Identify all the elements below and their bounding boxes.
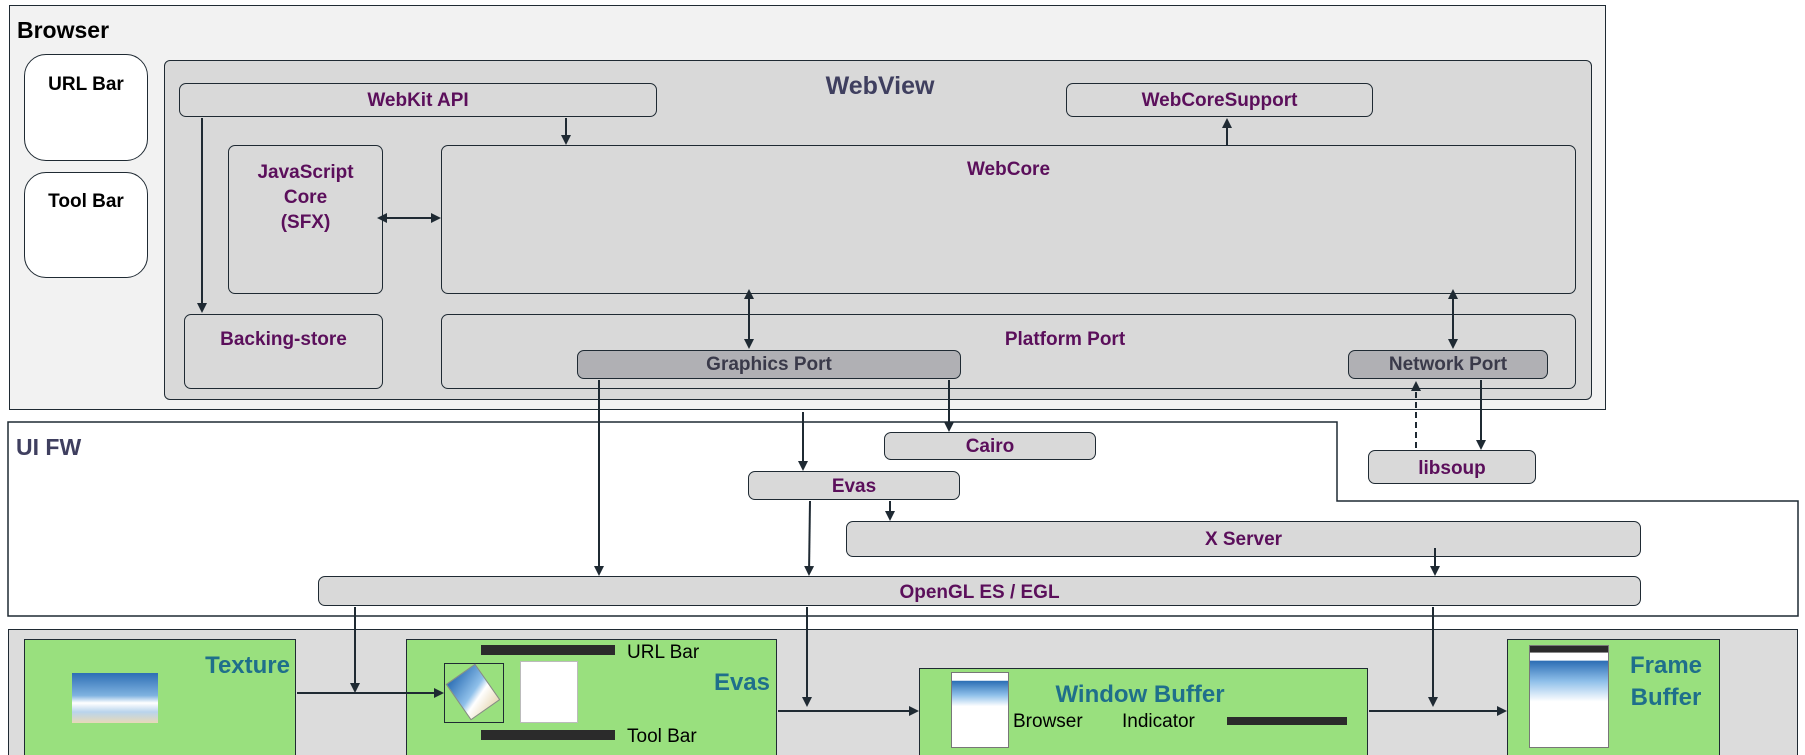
javascript-core-box xyxy=(228,145,383,294)
frame-buffer-thumbnail xyxy=(1529,645,1609,748)
javascript-core-line-1: JavaScript xyxy=(257,162,354,183)
window-buffer-browser-label: Browser xyxy=(1013,711,1083,732)
frame-buffer-title-line-1: Frame xyxy=(1629,652,1703,679)
cairo-label: Cairo xyxy=(965,436,1015,457)
libsoup-label: libsoup xyxy=(1418,458,1486,479)
javascript-core-line-3: (SFX) xyxy=(280,212,331,233)
webkit-api-box xyxy=(179,83,657,117)
evas-tool-bar-strip xyxy=(481,730,615,740)
webview-title: WebView xyxy=(825,72,935,100)
webkit-api-label: WebKit API xyxy=(367,90,469,111)
webcore-label: WebCore xyxy=(966,159,1051,180)
window-buffer-indicator-strip xyxy=(1227,717,1347,725)
tool-bar-label: Tool Bar xyxy=(48,191,124,212)
evas-label: Evas xyxy=(831,476,877,497)
network-port-box xyxy=(1348,350,1548,379)
x-server-box xyxy=(846,521,1641,557)
webcore-support-box xyxy=(1066,83,1373,117)
browser-title: Browser xyxy=(17,17,110,43)
evas-url-bar-label: URL Bar xyxy=(627,642,700,663)
evas-box xyxy=(748,471,960,500)
cairo-box xyxy=(884,432,1096,460)
texture-title: Texture xyxy=(205,652,290,679)
backing-store-box xyxy=(184,314,383,389)
graphics-port-label: Graphics Port xyxy=(706,354,832,375)
backing-store-label: Backing-store xyxy=(220,329,347,350)
ui-fw-title: UI FW xyxy=(16,434,82,460)
javascript-core-line-2: Core xyxy=(283,187,328,208)
opengl-label: OpenGL ES / EGL xyxy=(899,582,1060,603)
evas-url-bar-strip xyxy=(481,645,615,655)
url-bar-box xyxy=(24,54,148,161)
x-server-label: X Server xyxy=(1204,529,1283,550)
texture-sky-image xyxy=(72,673,158,723)
window-buffer-thumbnail xyxy=(951,672,1009,748)
webcore-support-label: WebCoreSupport xyxy=(1141,90,1298,111)
url-bar-label: URL Bar xyxy=(48,74,124,95)
window-buffer-indicator-label: Indicator xyxy=(1122,711,1195,732)
platform-port-label: Platform Port xyxy=(1004,329,1126,350)
evas-tile-frame xyxy=(444,663,504,723)
opengl-box xyxy=(318,576,1641,606)
evas-output-title: Evas xyxy=(713,669,770,696)
libsoup-box xyxy=(1368,450,1536,484)
network-port-label: Network Port xyxy=(1388,354,1508,375)
webcore-box xyxy=(441,145,1576,294)
evas-page-thumbnail xyxy=(520,661,578,723)
tool-bar-box xyxy=(24,172,148,278)
frame-buffer-title-line-2: Buffer xyxy=(1630,684,1702,711)
graphics-port-box xyxy=(577,350,961,379)
window-buffer-title: Window Buffer xyxy=(1055,681,1225,708)
evas-tool-bar-label: Tool Bar xyxy=(627,726,697,747)
texture-box xyxy=(24,639,296,755)
